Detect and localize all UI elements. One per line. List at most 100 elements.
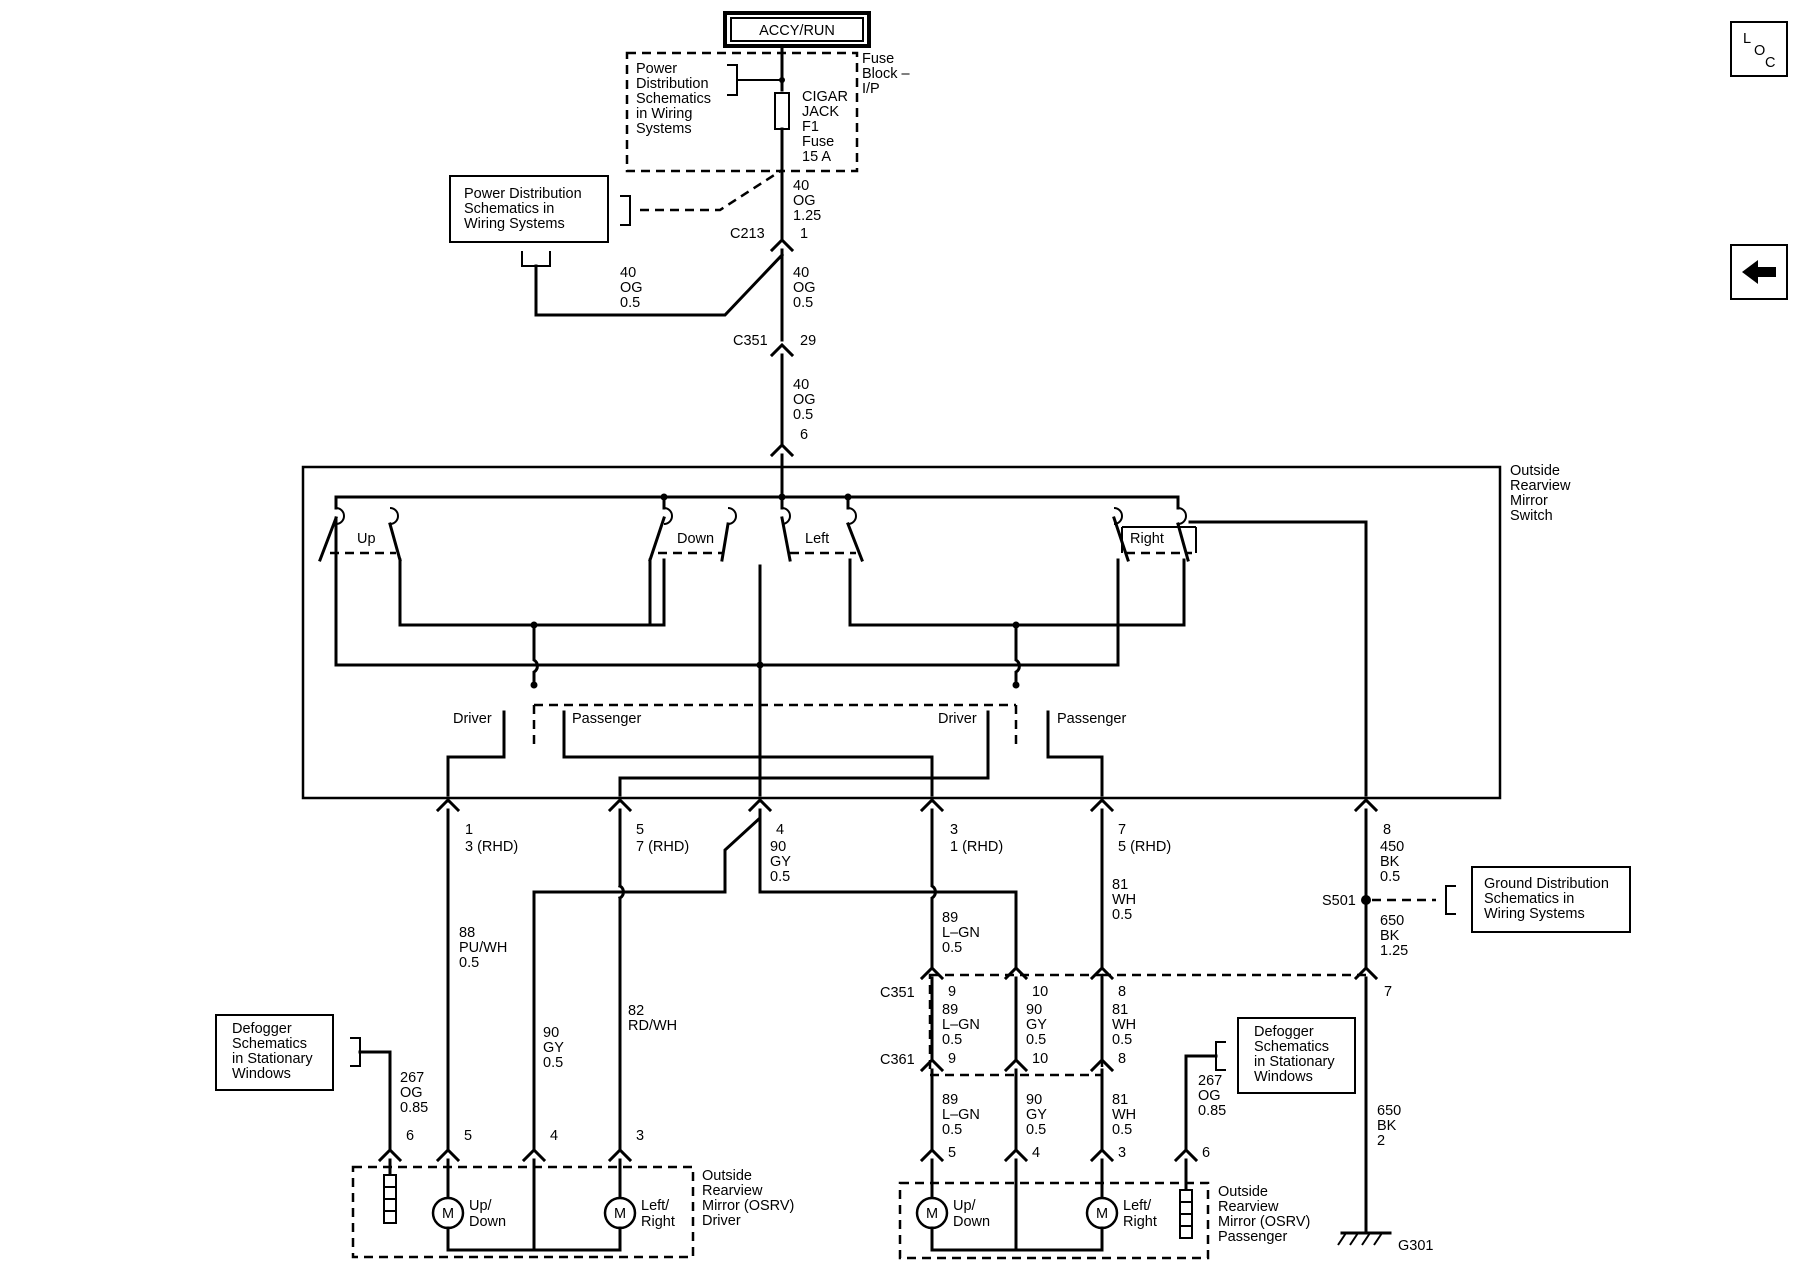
svg-text:Mirror: Mirror	[1510, 493, 1548, 509]
svg-text:GY: GY	[1026, 1017, 1047, 1033]
passenger-defogger-element-icon	[1179, 1189, 1193, 1239]
svg-text:Defogger: Defogger	[1254, 1024, 1314, 1040]
svg-text:3: 3	[1118, 1145, 1126, 1161]
svg-text:GY: GY	[770, 854, 791, 870]
svg-text:in Stationary: in Stationary	[232, 1051, 313, 1067]
svg-text:7: 7	[1384, 984, 1392, 1000]
svg-text:0.5: 0.5	[770, 869, 790, 885]
svg-text:6: 6	[406, 1128, 414, 1144]
back-arrow-button[interactable]	[1730, 244, 1788, 300]
svg-text:89: 89	[942, 910, 958, 926]
svg-text:Fuse: Fuse	[802, 134, 834, 150]
ground-distribution-ref: Ground Distribution Schematics in Wiring…	[1471, 866, 1631, 933]
defogger-ref-right: Defogger Schematics in Stationary Window…	[1237, 1017, 1356, 1094]
svg-text:2: 2	[1377, 1133, 1385, 1149]
loc-letter-o: O	[1754, 43, 1765, 59]
svg-text:0.5: 0.5	[543, 1055, 563, 1071]
ground-icon	[1337, 1218, 1392, 1246]
svg-text:89: 89	[942, 1092, 958, 1108]
svg-text:5: 5	[948, 1145, 956, 1161]
svg-text:90: 90	[770, 839, 786, 855]
lgn-top-label: 89 L–GN 0.5	[942, 910, 980, 956]
svg-text:L–GN: L–GN	[942, 925, 980, 941]
loc-letter-l: L	[1743, 31, 1751, 47]
svg-text:OG: OG	[793, 280, 816, 296]
gy-mid-label: 90 GY 0.5	[1026, 1002, 1047, 1048]
fuse-block-outline	[625, 51, 859, 173]
svg-text:I/P: I/P	[862, 81, 880, 97]
svg-text:0.5: 0.5	[1112, 1122, 1132, 1138]
svg-text:0.5: 0.5	[793, 407, 813, 423]
svg-text:0.5: 0.5	[1380, 869, 1400, 885]
svg-text:BK: BK	[1380, 928, 1400, 944]
svg-text:WH: WH	[1112, 1017, 1136, 1033]
svg-text:PU/WH: PU/WH	[459, 940, 507, 956]
switch-down-label: Down	[677, 531, 714, 547]
svg-text:1.25: 1.25	[1380, 943, 1408, 959]
svg-text:40: 40	[793, 377, 809, 393]
svg-text:Rearview: Rearview	[1218, 1199, 1279, 1215]
loc-button[interactable]: L O C	[1730, 21, 1788, 77]
svg-text:M: M	[442, 1206, 454, 1222]
c361-label: C361	[880, 1052, 915, 1068]
gy-sw-label: 90 GY 0.5	[770, 839, 791, 885]
gy-drv-label: 90 GY 0.5	[543, 1025, 564, 1071]
svg-text:3: 3	[636, 1128, 644, 1144]
svg-text:0.5: 0.5	[942, 1032, 962, 1048]
svg-text:WH: WH	[1112, 1107, 1136, 1123]
svg-text:Right: Right	[1123, 1214, 1157, 1230]
fuse-block-label: Fuse Block – I/P	[862, 51, 910, 97]
svg-text:Mirror (OSRV): Mirror (OSRV)	[1218, 1214, 1310, 1230]
svg-text:Down: Down	[469, 1214, 506, 1230]
wh-bot-label: 81 WH 0.5	[1112, 1092, 1136, 1138]
c351b-label: C351	[880, 985, 915, 1001]
svg-text:GY: GY	[1026, 1107, 1047, 1123]
pin-1: 1	[465, 822, 473, 838]
driver-leftright-label: Left/	[641, 1198, 670, 1214]
svg-text:81: 81	[1112, 1092, 1128, 1108]
switch-up-label: Up	[357, 531, 376, 547]
svg-text:Systems: Systems	[636, 121, 692, 137]
fuse-ref-label: Power Distribution Schematics in Wiring …	[636, 61, 711, 137]
svg-text:Outside: Outside	[1218, 1184, 1268, 1200]
svg-text:Down: Down	[953, 1214, 990, 1230]
svg-text:Schematics: Schematics	[636, 91, 711, 107]
svg-text:0.5: 0.5	[459, 955, 479, 971]
gy-bot-label: 90 GY 0.5	[1026, 1092, 1047, 1138]
feed2-label: 40 OG 0.5	[793, 265, 816, 311]
svg-text:GY: GY	[543, 1040, 564, 1056]
svg-text:6: 6	[1202, 1145, 1210, 1161]
passenger-mirror-connectors	[919, 1147, 1199, 1163]
power-mode-label: ACCY/RUN	[723, 11, 871, 48]
svg-text:Schematics in: Schematics in	[1484, 891, 1574, 907]
svg-text:0.85: 0.85	[1198, 1103, 1226, 1119]
pu-wh-label: 88 PU/WH 0.5	[459, 925, 507, 971]
svg-text:450: 450	[1380, 839, 1404, 855]
svg-text:RD/WH: RD/WH	[628, 1018, 677, 1034]
svg-text:0.5: 0.5	[1112, 1032, 1132, 1048]
svg-text:1.25: 1.25	[793, 208, 821, 224]
svg-text:81: 81	[1112, 1002, 1128, 1018]
svg-text:Schematics: Schematics	[1254, 1039, 1329, 1055]
pin-4: 4	[776, 822, 784, 838]
svg-text:0.5: 0.5	[942, 1122, 962, 1138]
svg-text:40: 40	[793, 265, 809, 281]
c361-connectors	[919, 1057, 1115, 1073]
svg-text:in Stationary: in Stationary	[1254, 1054, 1335, 1070]
g301-label: G301	[1398, 1238, 1433, 1254]
c351-pin: 29	[800, 333, 816, 349]
svg-text:Schematics in: Schematics in	[464, 201, 554, 217]
svg-text:0.5: 0.5	[1026, 1122, 1046, 1138]
svg-text:88: 88	[459, 925, 475, 941]
svg-text:10: 10	[1032, 1051, 1048, 1067]
pin-1-rhd: 3 (RHD)	[465, 839, 518, 855]
svg-text:0.5: 0.5	[942, 940, 962, 956]
pin-5-rhd: 7 (RHD)	[636, 839, 689, 855]
svg-text:0.5: 0.5	[793, 295, 813, 311]
svg-text:Mirror (OSRV): Mirror (OSRV)	[702, 1198, 794, 1214]
svg-text:Block –: Block –	[862, 66, 910, 82]
svg-text:JACK: JACK	[802, 104, 839, 120]
svg-text:81: 81	[1112, 877, 1128, 893]
svg-text:Switch: Switch	[1510, 508, 1553, 524]
